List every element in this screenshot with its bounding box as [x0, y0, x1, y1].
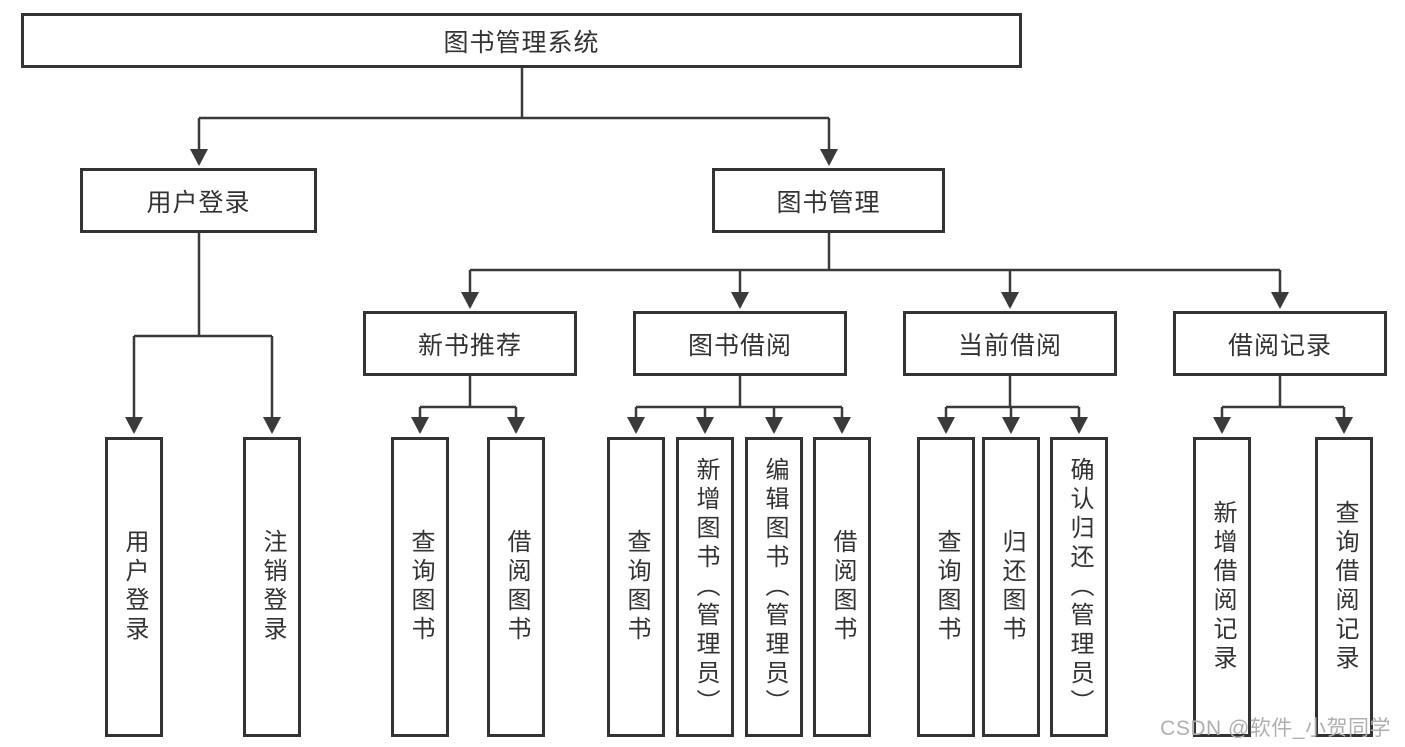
- node-root-label: 图书管理系统: [443, 28, 600, 57]
- node-new-book-rec: 新书推荐: [363, 311, 577, 376]
- node-borrow-record-label: 借阅记录: [1227, 331, 1332, 360]
- node-new-book-rec-label: 新书推荐: [417, 331, 522, 360]
- leaf-br-query-record: 查询借阅记录: [1315, 437, 1373, 737]
- node-book-borrow-label: 图书借阅: [687, 331, 792, 360]
- leaf-nbr-query-books: 查询图书: [391, 437, 449, 737]
- leaf-user-login-label: 用户登录: [121, 529, 148, 645]
- node-book-mgmt: 图书管理: [712, 168, 945, 233]
- csdn-watermark: CSDN @软件_小贺同学: [1160, 717, 1391, 740]
- leaf-nbr-borrow-books-label: 借阅图书: [503, 529, 530, 645]
- leaf-logout: 注销登录: [243, 437, 301, 737]
- leaf-bb-edit-books-admin-label: 编辑图书（管理员）: [761, 456, 788, 718]
- node-current-borrow: 当前借阅: [903, 311, 1117, 376]
- leaf-user-login: 用户登录: [105, 437, 163, 737]
- leaf-br-query-record-label: 查询借阅记录: [1331, 500, 1358, 674]
- leaf-cb-confirm-return-admin: 确认归还（管理员）: [1050, 437, 1108, 737]
- leaf-bb-edit-books-admin: 编辑图书（管理员）: [745, 437, 803, 737]
- leaf-cb-return-books-label: 归还图书: [998, 529, 1025, 645]
- leaf-bb-query-books: 查询图书: [607, 437, 665, 737]
- leaf-nbr-query-books-label: 查询图书: [407, 529, 434, 645]
- leaf-br-add-record: 新增借阅记录: [1193, 437, 1251, 737]
- leaf-br-add-record-label: 新增借阅记录: [1209, 500, 1236, 674]
- leaf-bb-add-books-admin: 新增图书（管理员）: [676, 437, 734, 737]
- node-book-mgmt-label: 图书管理: [776, 188, 881, 217]
- node-root: 图书管理系统: [21, 13, 1022, 68]
- leaf-bb-add-books-admin-label: 新增图书（管理员）: [692, 456, 719, 718]
- leaf-cb-return-books: 归还图书: [982, 437, 1040, 737]
- node-borrow-record: 借阅记录: [1173, 311, 1387, 376]
- leaf-cb-query-books: 查询图书: [917, 437, 975, 737]
- node-user-login-label: 用户登录: [146, 188, 251, 217]
- leaf-nbr-borrow-books: 借阅图书: [487, 437, 545, 737]
- leaf-cb-confirm-return-admin-label: 确认归还（管理员）: [1066, 456, 1093, 718]
- leaf-logout-label: 注销登录: [259, 529, 286, 645]
- leaf-cb-query-books-label: 查询图书: [933, 529, 960, 645]
- node-current-borrow-label: 当前借阅: [957, 331, 1062, 360]
- node-user-login: 用户登录: [80, 168, 317, 233]
- leaf-bb-borrow-books-label: 借阅图书: [829, 529, 856, 645]
- leaf-bb-borrow-books: 借阅图书: [813, 437, 871, 737]
- leaf-bb-query-books-label: 查询图书: [623, 529, 650, 645]
- node-book-borrow: 图书借阅: [633, 311, 847, 376]
